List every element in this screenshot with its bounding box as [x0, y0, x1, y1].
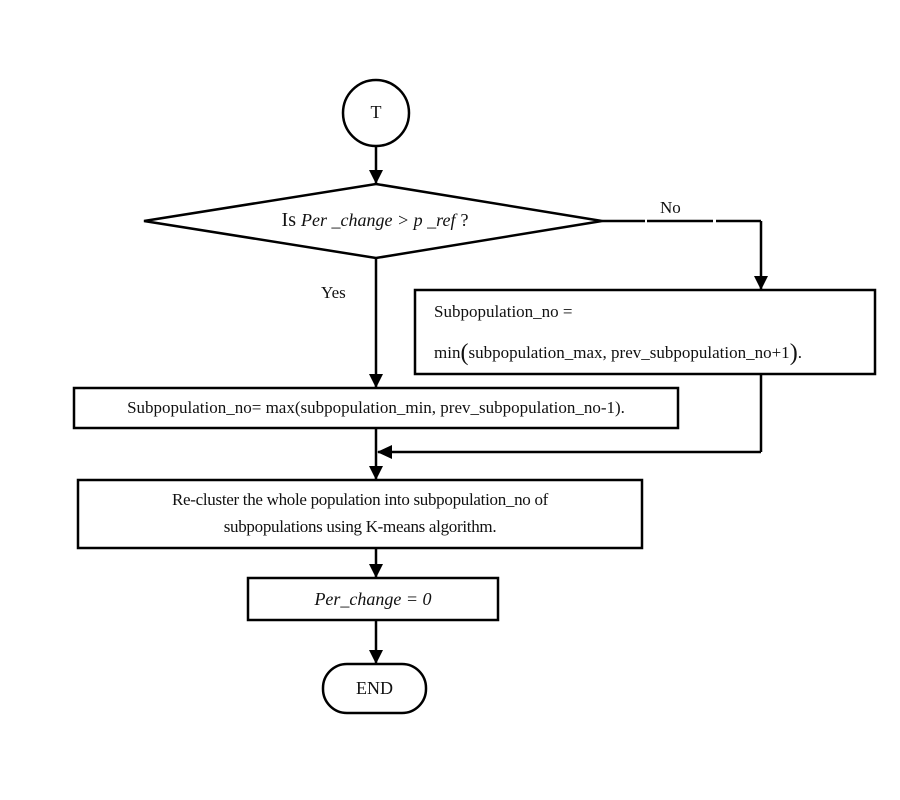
close-paren: ) — [789, 340, 798, 366]
no-box-end: . — [797, 343, 802, 362]
arrowhead — [369, 466, 383, 480]
yes-label: Yes — [321, 283, 346, 302]
decision-suffix: ? — [460, 210, 469, 230]
decision-condition: Per _change > p _ref — [301, 210, 456, 230]
no-box-line2: min(subpopulation_max, prev_subpopulatio… — [434, 339, 802, 368]
no-branch-box — [413, 288, 877, 376]
arrowhead — [369, 564, 383, 578]
recluster-line2: subpopulations using K-means algorithm. — [223, 517, 497, 536]
arrowhead — [369, 374, 383, 388]
arrowhead — [754, 276, 768, 290]
recluster-box — [76, 478, 644, 550]
yes-branch-box — [72, 386, 680, 430]
yes-box-text: Subpopulation_no= max(subpopulation_min,… — [127, 398, 625, 417]
decision-prefix: Is — [281, 209, 296, 231]
arrowhead — [377, 445, 392, 459]
recluster-line1: Re-cluster the whole population into sub… — [171, 490, 549, 509]
decision-text: Is Per _change > p _ref ? — [200, 208, 550, 232]
no-box-line1: Subpopulation_no = — [434, 302, 573, 321]
end-label: END — [356, 678, 393, 698]
no-label: No — [660, 198, 681, 217]
start-label: T — [370, 102, 382, 122]
arrowhead — [369, 170, 383, 184]
end-terminator — [321, 662, 428, 715]
no-box-args: subpopulation_max, prev_subpopulation_no… — [468, 343, 790, 362]
reset-text: Per_change = 0 — [314, 589, 432, 609]
no-box-func: min — [434, 343, 461, 362]
arrowhead — [369, 650, 383, 664]
open-paren: ( — [460, 340, 469, 366]
reset-box — [246, 576, 500, 622]
